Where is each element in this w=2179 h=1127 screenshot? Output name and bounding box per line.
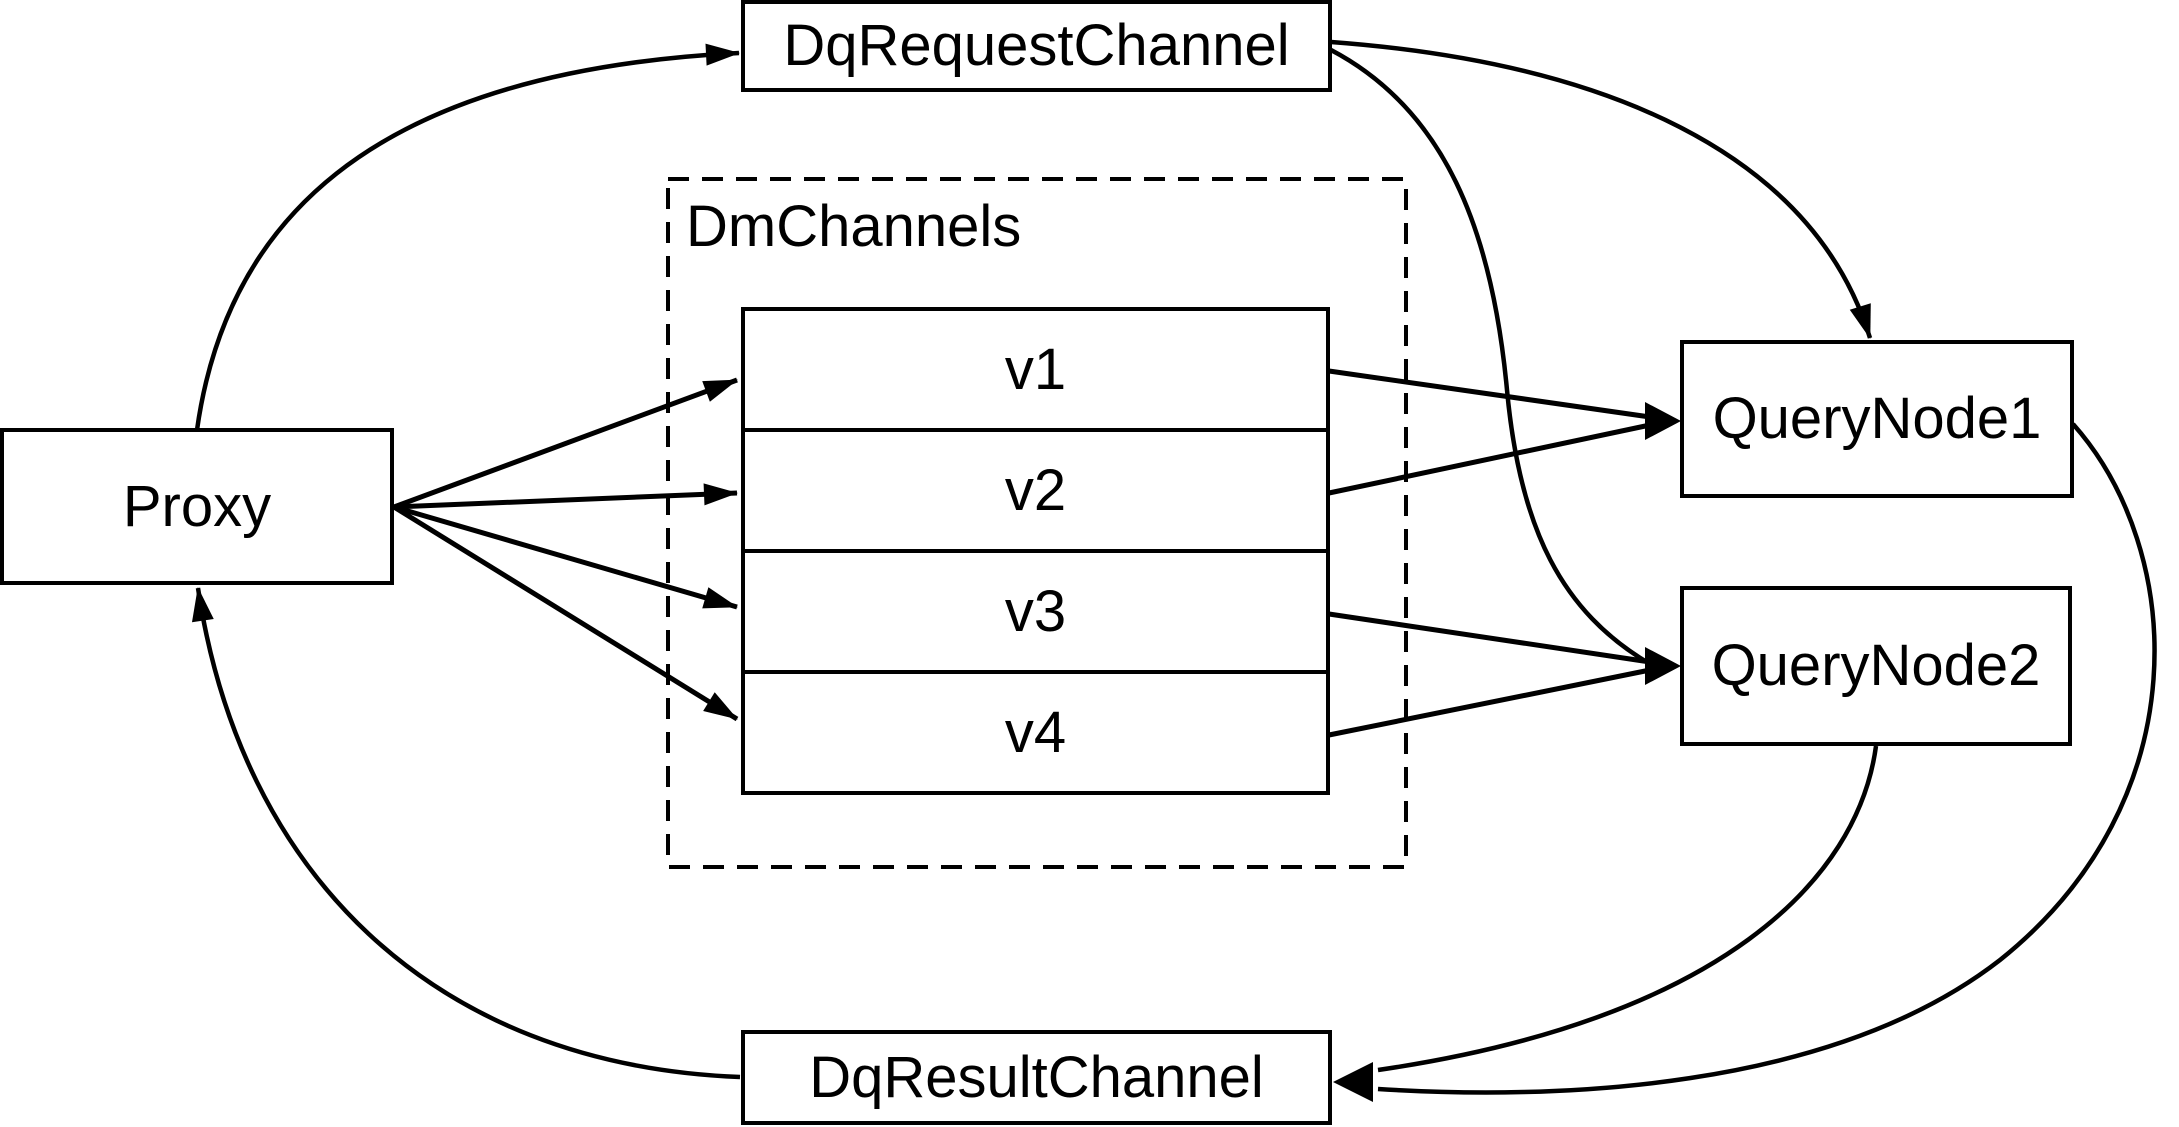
edge-dq-request-channel-to-query-node-1 (1330, 39, 1873, 339)
channel-row-v2-label: v2 (1004, 457, 1067, 523)
edge-v4-to-query-node-2 (1328, 667, 1651, 738)
node-query-node-2-label: QueryNode2 (1711, 633, 2041, 698)
node-dq-request-channel: DqRequestChannel (741, 0, 1332, 92)
edge-query-node-1-to-dq-result-channel (1377, 422, 2157, 1095)
edge-v2-to-query-node-1 (1328, 422, 1651, 496)
edge-proxy-to-dq-request-channel (194, 43, 740, 431)
node-proxy-label: Proxy (122, 473, 272, 539)
channel-row-v1: v1 (745, 311, 1326, 428)
channel-row-v3: v3 (745, 549, 1326, 670)
channel-row-v2: v2 (745, 428, 1326, 549)
arrowhead-into-query-node-1 (1645, 402, 1681, 440)
node-proxy: Proxy (0, 428, 394, 585)
dm-channels-stack: v1 v2 v3 v4 (741, 307, 1330, 795)
arrowhead-into-dq-result-channel (1333, 1062, 1373, 1102)
edge-v1-to-query-node-1 (1328, 368, 1651, 420)
edge-dq-request-channel-to-query-node-2 (1329, 48, 1652, 666)
channel-row-v4: v4 (745, 670, 1326, 791)
node-query-node-1-label: QueryNode1 (1712, 386, 2042, 451)
edge-query-node-2-to-dq-result-channel (1377, 745, 1879, 1073)
node-query-node-2: QueryNode2 (1680, 586, 2072, 746)
edge-proxy-to-v3 (393, 504, 738, 610)
channel-row-v4-label: v4 (1004, 699, 1067, 765)
edge-proxy-to-v1 (393, 377, 738, 510)
arrowhead-into-query-node-2 (1645, 647, 1681, 685)
node-dq-request-channel-label: DqRequestChannel (783, 13, 1290, 78)
node-query-node-1: QueryNode1 (1680, 340, 2074, 498)
edge-dq-result-channel-to-proxy (192, 587, 741, 1080)
edge-proxy-to-v2 (393, 483, 738, 510)
edge-v3-to-query-node-2 (1328, 611, 1651, 665)
channel-row-v3-label: v3 (1004, 578, 1067, 644)
dm-channels-title: DmChannels (686, 194, 1022, 259)
node-dq-result-channel-label: DqResultChannel (809, 1044, 1264, 1110)
edge-proxy-to-v4 (392, 504, 739, 722)
node-dq-result-channel: DqResultChannel (741, 1030, 1332, 1125)
channel-row-v1-label: v1 (1004, 336, 1067, 402)
